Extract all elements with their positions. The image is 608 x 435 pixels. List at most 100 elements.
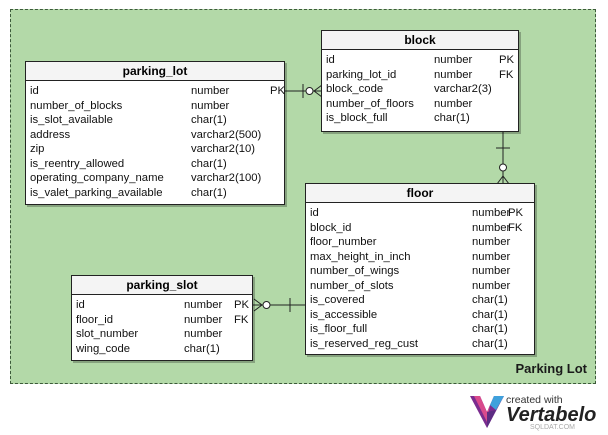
crow-foot: [496, 175, 504, 185]
column-row[interactable]: wing_code char(1): [76, 342, 248, 357]
column-type: number: [184, 313, 223, 326]
table-title: floor: [306, 184, 534, 203]
column-name: block_id: [310, 221, 352, 234]
column-type: char(1): [472, 308, 508, 321]
column-name: id: [326, 54, 335, 66]
column-name: number_of_slots: [310, 279, 394, 292]
crow-foot: [502, 175, 510, 185]
column-name: is_floor_full: [310, 323, 368, 335]
column-row[interactable]: number_of_slots number: [310, 279, 530, 294]
vertabelo-wordmark: Vertabelo: [506, 404, 597, 426]
column-name: is_slot_available: [30, 114, 113, 126]
column-name: parking_lot_id: [326, 68, 397, 81]
table-title: parking_slot: [72, 276, 252, 295]
table-title: block: [322, 31, 518, 50]
column-key: FK: [508, 221, 523, 234]
column-type: char(1): [472, 294, 508, 306]
table-title: parking_lot: [26, 62, 284, 81]
column-type: varchar2(100): [191, 172, 262, 184]
column-name: is_covered: [310, 294, 365, 306]
column-type: number: [184, 299, 223, 311]
column-type: number: [184, 328, 223, 340]
column-name: zip: [30, 143, 45, 155]
column-type: char(1): [191, 157, 227, 170]
column-type: number: [472, 265, 511, 277]
column-key: FK: [234, 313, 249, 326]
column-type: number: [472, 279, 511, 292]
watermark-text: SQLDAT.COM: [530, 424, 575, 431]
vertabelo-logo-icon: [470, 396, 504, 428]
column-type: number: [434, 68, 473, 81]
column-row[interactable]: slot_number number: [76, 327, 248, 342]
column-row[interactable]: max_height_in_inch number: [310, 250, 530, 265]
column-row[interactable]: is_accessible char(1): [310, 308, 530, 323]
column-key: PK: [234, 299, 250, 311]
column-type: char(1): [472, 337, 508, 350]
column-name: is_reentry_allowed: [30, 157, 125, 170]
column-name: is_reserved_reg_cust: [310, 337, 419, 350]
column-type: char(1): [191, 186, 227, 199]
column-name: id: [310, 207, 319, 219]
column-type: char(1): [434, 112, 470, 124]
column-row[interactable]: zip varchar2(10): [30, 142, 280, 157]
column-key: PK: [508, 207, 524, 219]
created-with-text: created with: [506, 394, 563, 406]
column-name: wing_code: [76, 342, 131, 355]
column-row[interactable]: is_block_full char(1): [326, 111, 514, 126]
column-name: address: [30, 128, 71, 141]
column-type: varchar2(500): [191, 128, 262, 141]
column-name: operating_company_name: [30, 172, 164, 184]
column-key: FK: [499, 68, 514, 81]
column-name: slot_number: [76, 328, 139, 340]
column-name: number_of_blocks: [30, 99, 123, 112]
column-type: number: [472, 207, 511, 219]
vertabelo-logo: created with Vertabelo SQLDAT.COM: [470, 393, 600, 431]
column-name: id: [30, 85, 39, 97]
column-row[interactable]: is_valet_parking_available char(1): [30, 186, 280, 201]
column-type: number: [472, 221, 511, 234]
crow-foot: [313, 84, 323, 92]
column-type: char(1): [184, 342, 220, 355]
optional-marker: [262, 301, 271, 309]
column-name: is_accessible: [310, 308, 378, 321]
column-type: number: [434, 54, 473, 66]
crow-foot: [253, 304, 263, 312]
column-row[interactable]: parking_lot_id number FK: [326, 68, 514, 83]
column-name: max_height_in_inch: [310, 250, 411, 263]
optional-marker: [499, 163, 507, 172]
column-row[interactable]: is_reserved_reg_cust char(1): [310, 337, 530, 352]
column-row[interactable]: address varchar2(500): [30, 128, 280, 143]
column-type: number: [472, 250, 511, 263]
column-type: number: [472, 236, 511, 248]
column-row[interactable]: is_covered char(1): [310, 293, 530, 308]
column-name: is_valet_parking_available: [30, 186, 163, 199]
column-name: is_block_full: [326, 112, 388, 124]
optional-marker: [305, 87, 314, 95]
column-row[interactable]: is_reentry_allowed char(1): [30, 157, 280, 172]
column-row[interactable]: operating_company_name varchar2(100): [30, 171, 280, 186]
column-type: number: [434, 97, 473, 110]
column-type: varchar2(10): [191, 143, 256, 155]
